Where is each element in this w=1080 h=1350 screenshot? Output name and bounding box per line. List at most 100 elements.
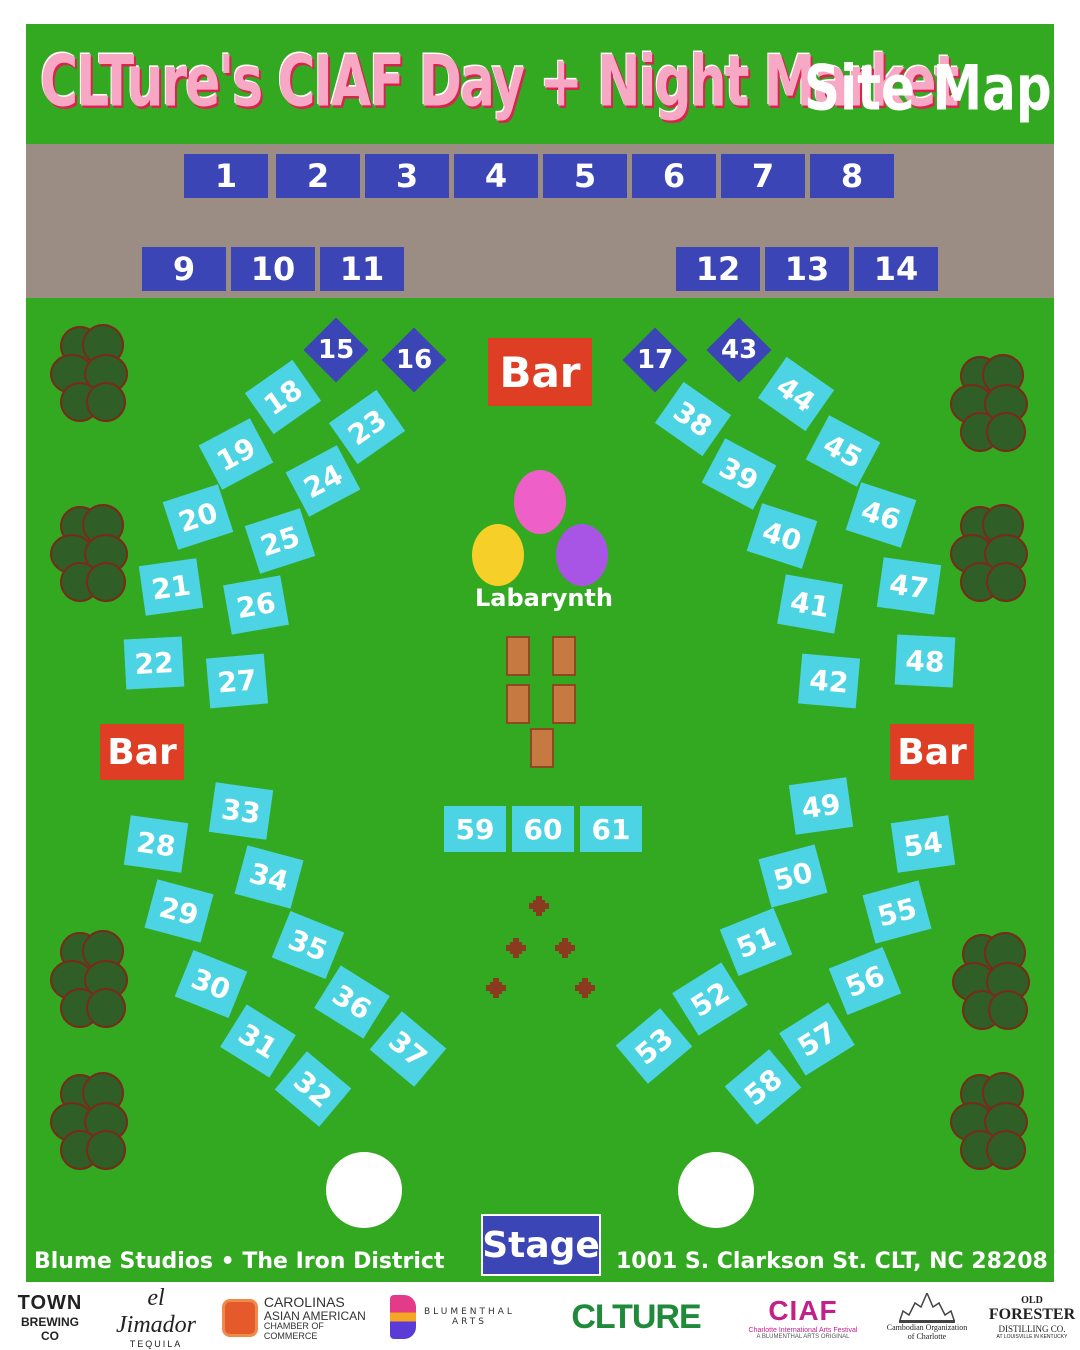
booth-number: 58 xyxy=(737,1061,789,1113)
booth-number: 9 xyxy=(172,250,196,288)
tree-icon xyxy=(950,1068,1028,1172)
booth-49: 49 xyxy=(788,777,854,835)
booth-13: 13 xyxy=(765,247,849,291)
booth-11: 11 xyxy=(320,247,404,291)
bar-1: Bar xyxy=(488,338,592,406)
booth-15: 15 xyxy=(303,317,369,383)
booth-number: 8 xyxy=(840,157,864,195)
booth-number: 53 xyxy=(628,1020,680,1072)
booth-9: 9 xyxy=(142,247,226,291)
booth-38: 38 xyxy=(654,381,732,457)
labyrinth-pink-circle xyxy=(514,470,566,534)
booth-25: 25 xyxy=(244,508,316,574)
booth-56: 56 xyxy=(828,946,902,1016)
stage-circle-right xyxy=(678,1152,754,1228)
booth-number: 20 xyxy=(174,495,222,539)
booth-29: 29 xyxy=(144,879,214,943)
booth-30: 30 xyxy=(174,949,248,1019)
booth-20: 20 xyxy=(162,484,234,550)
picnic-table xyxy=(530,728,554,768)
booth-number: 30 xyxy=(186,961,236,1007)
booth-27: 27 xyxy=(205,653,269,709)
cambodian-org-logo: Cambodian Organization of Charlotte xyxy=(880,1288,974,1346)
booth-58: 58 xyxy=(724,1049,802,1125)
booth-41: 41 xyxy=(777,574,843,634)
booth-57: 57 xyxy=(779,1002,855,1076)
booth-40: 40 xyxy=(746,503,818,569)
booth-number: 10 xyxy=(250,250,296,288)
booth-number: 47 xyxy=(887,566,931,606)
booth-2: 2 xyxy=(276,154,360,198)
booth-47: 47 xyxy=(876,557,942,615)
booth-number: 21 xyxy=(149,567,193,607)
booth-number: 15 xyxy=(317,335,355,365)
ciaf-logo: CIAF Charlotte International Arts Festiv… xyxy=(748,1294,858,1340)
booth-number: 29 xyxy=(155,890,203,932)
booth-22: 22 xyxy=(123,636,185,690)
booth-number: 12 xyxy=(695,250,741,288)
tree-icon xyxy=(50,500,128,604)
seat-icon xyxy=(486,978,506,998)
booth-34: 34 xyxy=(234,845,304,909)
booth-number: 7 xyxy=(751,157,775,195)
booth-number: 44 xyxy=(770,369,822,419)
booth-53: 53 xyxy=(615,1008,693,1084)
booth-number: 41 xyxy=(787,584,833,624)
temple-icon xyxy=(897,1291,957,1324)
map-subtitle: Site Map xyxy=(804,52,1052,125)
booth-number: 28 xyxy=(134,824,178,864)
booth-number: 1 xyxy=(214,157,238,195)
booth-number: 2 xyxy=(306,157,330,195)
site-map: CLTure's CIAF Day + Night Market Site Ma… xyxy=(26,24,1054,1282)
booth-number: 40 xyxy=(758,514,806,558)
booth-number: 11 xyxy=(339,250,385,288)
booth-28: 28 xyxy=(123,815,189,873)
booth-1: 1 xyxy=(184,154,268,198)
booth-55: 55 xyxy=(862,880,932,944)
booth-54: 54 xyxy=(890,815,956,873)
venue-name: Blume Studios • The Iron District xyxy=(34,1249,445,1274)
booth-39: 39 xyxy=(701,438,777,510)
tree-icon xyxy=(952,928,1030,1032)
picnic-table xyxy=(552,684,576,724)
booth-number: 27 xyxy=(216,662,258,700)
booth-number: 50 xyxy=(769,855,817,897)
booth-number: 60 xyxy=(523,812,563,846)
booth-18: 18 xyxy=(244,359,322,435)
booth-number: 19 xyxy=(211,430,261,478)
booth-5: 5 xyxy=(543,154,627,198)
tree-icon xyxy=(50,320,128,424)
seat-icon xyxy=(506,938,526,958)
tree-icon xyxy=(50,926,128,1030)
booth-44: 44 xyxy=(757,356,835,432)
booth-48: 48 xyxy=(894,634,956,688)
booth-number: 48 xyxy=(904,643,946,679)
tree-icon xyxy=(50,1068,128,1172)
booth-number: 42 xyxy=(808,662,850,700)
booth-number: 31 xyxy=(232,1016,284,1066)
booth-50: 50 xyxy=(758,844,828,908)
booth-number: 22 xyxy=(133,645,175,681)
tree-icon xyxy=(950,350,1028,454)
booth-26: 26 xyxy=(223,575,289,635)
clture-logo: CLTURE xyxy=(571,1297,701,1336)
booth-19: 19 xyxy=(198,418,274,490)
booth-number: 51 xyxy=(731,919,781,965)
booth-number: 52 xyxy=(684,974,736,1024)
booth-51: 51 xyxy=(719,907,793,977)
booth-10: 10 xyxy=(231,247,315,291)
stage: Stage xyxy=(481,1214,601,1276)
picnic-table xyxy=(506,636,530,676)
booth-number: 13 xyxy=(784,250,830,288)
booth-number: 61 xyxy=(591,812,631,846)
booth-number: 17 xyxy=(636,345,674,375)
el-jimador-logo: el Jimador TEQUILA xyxy=(116,1285,196,1349)
booth-21: 21 xyxy=(138,558,204,616)
booth-60: 60 xyxy=(512,806,574,852)
venue-address: 1001 S. Clarkson St. CLT, NC 28208 xyxy=(616,1249,1048,1274)
booth-number: 23 xyxy=(341,402,393,452)
booth-12: 12 xyxy=(676,247,760,291)
blumenthal-arts-logo: BLUMENTHAL ARTS xyxy=(390,1292,530,1342)
booth-number: 57 xyxy=(791,1014,843,1064)
booth-17: 17 xyxy=(622,327,688,393)
